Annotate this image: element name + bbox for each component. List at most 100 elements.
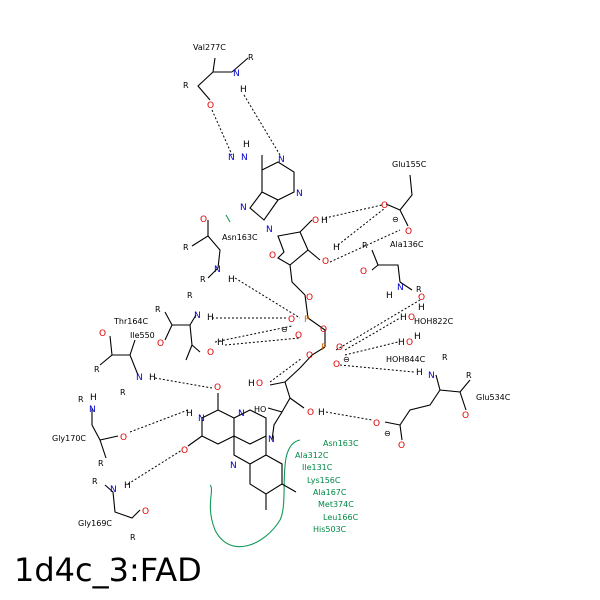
atom-r: R bbox=[200, 275, 206, 284]
atom-r: R bbox=[98, 459, 104, 468]
atom-ho: HO bbox=[254, 405, 266, 414]
label-gly170: Gly170C bbox=[52, 434, 86, 443]
atom-o: O bbox=[207, 348, 214, 358]
atom-p: P bbox=[321, 343, 327, 353]
label-ala136: Ala136C bbox=[390, 240, 424, 249]
atom-r: R bbox=[78, 395, 84, 404]
atom-n: N bbox=[214, 265, 221, 275]
atom-o: O bbox=[408, 313, 415, 323]
diagram-title: 1d4c_3:FAD bbox=[14, 551, 202, 589]
atom-n: N bbox=[198, 414, 205, 424]
atom-h: H bbox=[418, 303, 425, 313]
charge-minus: ⊖ bbox=[392, 215, 399, 224]
atom-n: N bbox=[240, 203, 247, 213]
label-hoh844: HOH844C bbox=[386, 355, 426, 364]
residue-gly169: Gly169C R N H O R bbox=[78, 477, 149, 542]
hydrophobic-label: Ile131C bbox=[302, 463, 333, 472]
label-glu534: Glu534C bbox=[476, 393, 511, 402]
atom-o: O bbox=[398, 441, 405, 451]
atom-p: P bbox=[304, 315, 310, 325]
atom-r: R bbox=[94, 365, 100, 374]
pyrophosphate: O P O O ⊖ O P O O ⊖ O bbox=[281, 293, 350, 370]
atom-o: O bbox=[360, 267, 367, 277]
hydrophobic-label: His503C bbox=[313, 525, 347, 534]
atom-n: N bbox=[230, 461, 237, 471]
atom-n: N bbox=[233, 69, 240, 79]
atom-o: O bbox=[157, 339, 164, 349]
atom-r: R bbox=[155, 305, 161, 314]
hydrophobic-label: Leu166C bbox=[323, 513, 359, 522]
atom-h: H bbox=[243, 140, 250, 150]
atom-o: O bbox=[295, 331, 302, 341]
residue-glu155: Glu155C O O ⊖ bbox=[381, 160, 427, 237]
atom-n: N bbox=[89, 405, 96, 415]
atom-h: H bbox=[321, 216, 328, 226]
water-hoh844: HOH844C H O H bbox=[386, 332, 426, 364]
atom-h: H bbox=[217, 338, 224, 348]
atom-n: N bbox=[228, 153, 235, 163]
atom-o: O bbox=[322, 257, 329, 267]
charge-minus: ⊖ bbox=[384, 429, 391, 438]
atom-o: O bbox=[99, 329, 106, 339]
atom-n: N bbox=[266, 225, 273, 235]
atom-h: H bbox=[149, 373, 156, 383]
label-ile550: Ile550 bbox=[130, 331, 155, 340]
water-hoh822: HOH822C O H H O bbox=[400, 293, 454, 326]
atom-o: O bbox=[142, 507, 149, 517]
atom-o: O bbox=[207, 101, 214, 111]
atom-n: N bbox=[241, 153, 248, 163]
atom-o: O bbox=[256, 379, 263, 389]
atom-o: O bbox=[405, 227, 412, 237]
atom-o: O bbox=[214, 383, 221, 393]
residue-left-backbone: O R N H R bbox=[94, 329, 156, 397]
atom-o: O bbox=[312, 216, 319, 226]
atom-h: H bbox=[414, 332, 421, 342]
atom-h: H bbox=[333, 243, 340, 253]
atom-o: O bbox=[306, 293, 313, 303]
atom-r: R bbox=[92, 477, 98, 486]
atom-r: R bbox=[183, 81, 189, 90]
atom-o: O bbox=[320, 325, 327, 335]
atom-o: O bbox=[406, 338, 413, 348]
atom-n: N bbox=[110, 485, 117, 495]
atom-h: H bbox=[386, 291, 393, 301]
charge-minus: ⊖ bbox=[343, 355, 350, 364]
hydrophobic-label: Ala167C bbox=[313, 488, 347, 497]
atom-n: N bbox=[296, 189, 303, 199]
hydrophobic-label: Lys156C bbox=[307, 476, 341, 485]
atom-h: H bbox=[186, 409, 193, 419]
atom-h: H bbox=[207, 313, 214, 323]
atom-o: O bbox=[307, 408, 314, 418]
atom-h: H bbox=[228, 275, 235, 285]
residue-val277: Val277C R R N H O bbox=[183, 43, 254, 111]
hydrophobic-labels: Asn163C Ala312C Ile131C Lys156C Ala167C … bbox=[295, 439, 359, 534]
atom-n: N bbox=[428, 371, 435, 381]
atom-n: N bbox=[397, 283, 404, 293]
atom-o: O bbox=[288, 315, 295, 325]
atom-o: O bbox=[381, 201, 388, 211]
ribityl-chain: O H HO O H bbox=[248, 367, 325, 441]
hydrophobic-label: Ala312C bbox=[295, 451, 329, 460]
ribose: O O H O H bbox=[269, 216, 340, 296]
atom-r: R bbox=[120, 388, 126, 397]
residue-gly170: Gly170C R N H O R bbox=[52, 393, 127, 468]
atom-o: O bbox=[306, 351, 313, 361]
atom-r: R bbox=[183, 243, 189, 252]
atom-n: N bbox=[238, 409, 245, 419]
hydrogen-bonds bbox=[127, 94, 421, 485]
atom-h: H bbox=[318, 408, 325, 418]
atom-r: R bbox=[130, 533, 136, 542]
label-thr164: Thr164C bbox=[113, 317, 149, 326]
atom-r: R bbox=[248, 53, 254, 62]
atom-o: O bbox=[333, 360, 340, 370]
residue-ala136: Ala136C R O N R H bbox=[360, 240, 424, 301]
atom-o: O bbox=[373, 419, 380, 429]
atom-h: H bbox=[124, 481, 131, 491]
atom-n: N bbox=[268, 435, 275, 445]
atom-h: H bbox=[398, 338, 405, 348]
atom-h: H bbox=[416, 368, 423, 378]
atom-n: N bbox=[194, 311, 201, 321]
atom-r: R bbox=[442, 353, 448, 362]
